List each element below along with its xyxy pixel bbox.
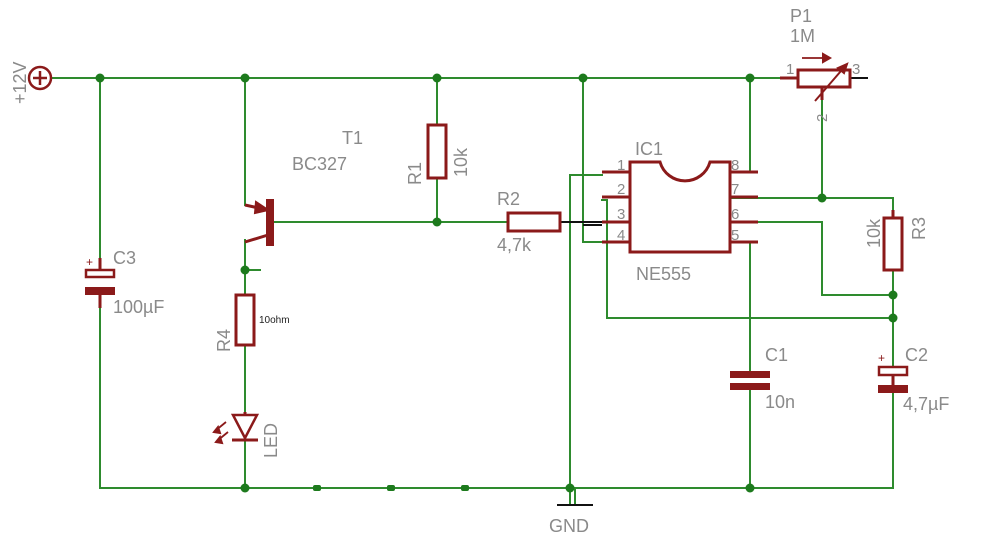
junction-dot	[745, 73, 755, 83]
c2-plate-bottom	[878, 385, 908, 393]
c3-plate-bottom	[85, 287, 115, 295]
potentiometer-p1: P1 1M 1 3 2	[780, 6, 860, 122]
r1-value: 10k	[451, 147, 471, 177]
junction-dot	[432, 73, 442, 83]
c1-name: C1	[765, 345, 788, 365]
ic-pin-number: 6	[731, 206, 739, 223]
led-name: LED	[261, 423, 281, 458]
c2-plate-top	[877, 365, 909, 377]
r2-name: R2	[497, 189, 520, 209]
ic-ne555: IC1 NE555 1 2 3 4 8 7 6 5	[602, 139, 758, 284]
c3-plate-top	[84, 268, 116, 279]
ic-pin-leads-right	[730, 170, 758, 244]
r3-body	[882, 216, 904, 272]
ic-name: IC1	[635, 139, 663, 159]
c3-value: 100µF	[113, 297, 164, 317]
ic-pin-number: 1	[617, 157, 625, 174]
c2-value: 4,7µF	[903, 394, 949, 414]
junction-dot	[240, 483, 250, 493]
wires	[51, 77, 894, 506]
p1-pin-number: 3	[852, 61, 860, 78]
p1-pin-number: 2	[814, 114, 831, 122]
ic-pin-number: 2	[617, 181, 625, 198]
ic-pin-number: 3	[617, 206, 625, 223]
junction-dot	[565, 483, 575, 493]
ground-label: GND	[549, 516, 589, 536]
p1-adjust-arrow-head-icon	[836, 62, 849, 75]
ic-pin-number: 4	[617, 227, 625, 244]
led-triangle-icon	[230, 413, 260, 441]
p1-hook-head-icon	[822, 52, 833, 64]
c2-name: C2	[905, 345, 928, 365]
capacitor-c2: + C2 4,7µF	[877, 345, 949, 414]
c1-value: 10n	[765, 392, 795, 412]
junction-dot	[888, 290, 898, 300]
junction-dot	[888, 313, 898, 323]
plus-icon	[33, 71, 47, 85]
junctions	[95, 73, 898, 493]
ic-body	[628, 160, 732, 254]
led: LED	[212, 412, 281, 458]
ic-pin-number: 7	[731, 181, 739, 198]
junction-dot	[387, 485, 395, 491]
r4-name: R4	[214, 329, 234, 352]
wire-pin5-c1	[729, 241, 751, 489]
ic-pin-number: 8	[731, 157, 739, 174]
t1-value: BC327	[292, 154, 347, 174]
r3-name: R3	[909, 217, 929, 240]
junction-dot	[817, 193, 827, 203]
resistor-r1: R1 10k	[405, 123, 471, 185]
led-ray-head-icon	[212, 424, 222, 435]
junction-dot	[461, 485, 469, 491]
ic-part: NE555	[636, 264, 691, 284]
p1-name: P1	[790, 6, 812, 26]
junction-dot	[240, 73, 250, 83]
c3-name: C3	[113, 248, 136, 268]
power-terminal-icon	[27, 65, 53, 91]
c3-polarity: +	[86, 255, 93, 269]
junction-dot	[745, 483, 755, 493]
resistor-r4: R4 10ohm	[214, 293, 290, 352]
r2-value: 4,7k	[497, 235, 532, 255]
junction-dot	[313, 485, 321, 491]
wire-pin1-gnd	[569, 174, 603, 506]
transistor-t1: T1 BC327	[244, 128, 363, 246]
junction-dot	[240, 265, 250, 275]
c1-plate-top	[730, 371, 770, 378]
wire-vcc-to-pin4	[582, 77, 603, 243]
p1-value: 1M	[790, 26, 815, 46]
junction-dot	[578, 73, 588, 83]
p1-pin-number: 1	[786, 61, 794, 78]
t1-collector-lead	[244, 233, 269, 244]
t1-emitter-arrow-icon	[253, 200, 271, 215]
capacitor-c1: C1 10n	[730, 345, 795, 412]
r1-body	[426, 123, 448, 180]
r1-name: R1	[405, 162, 425, 185]
r3-value: 10k	[864, 218, 884, 248]
black-leads	[557, 77, 868, 506]
ic-pin-leads-left	[602, 170, 630, 244]
c2-polarity: +	[878, 351, 885, 365]
resistor-r3: 10k R3	[864, 210, 929, 272]
junction-dot	[95, 73, 105, 83]
wire-pin7	[729, 197, 894, 211]
r2-body	[506, 211, 562, 233]
t1-name: T1	[342, 128, 363, 148]
power-supply: +12V	[10, 61, 53, 104]
junction-dot	[432, 217, 442, 227]
wire-pin6	[729, 221, 894, 296]
r4-value: 10ohm	[259, 315, 290, 326]
r4-body	[234, 293, 256, 347]
resistor-r2: R2 4,7k	[497, 189, 562, 255]
power-label: +12V	[10, 61, 30, 104]
t1-base-bar	[266, 199, 274, 246]
c1-plate-bottom	[730, 383, 770, 390]
ic-pin-number: 5	[731, 227, 739, 244]
led-ray-head-icon	[214, 434, 224, 445]
capacitor-c3: + C3 100µF	[84, 248, 164, 317]
